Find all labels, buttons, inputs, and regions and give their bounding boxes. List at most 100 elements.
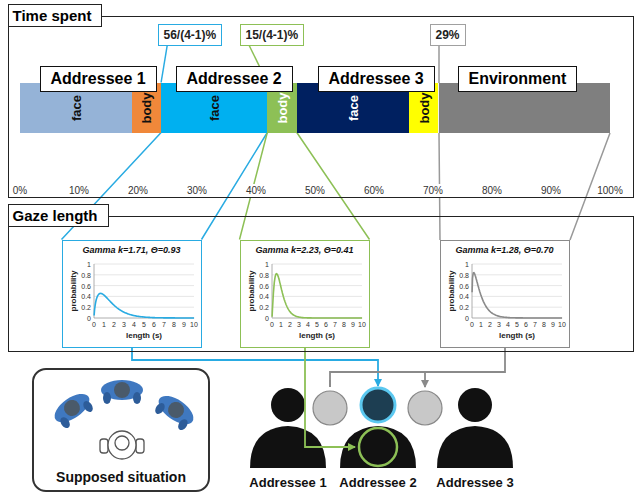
drawing-part (50, 388, 97, 431)
top-view-scene (50, 380, 198, 459)
drawing-part (100, 431, 144, 459)
axis-tick: 1 (102, 321, 106, 328)
axis-title: length (s) (126, 331, 162, 340)
node-label: 15/(4-1)% (246, 28, 299, 42)
callout-box: 56/(4-1)% (158, 24, 223, 46)
axis-tick: 8 (172, 321, 176, 328)
gaze-link (330, 348, 505, 387)
node-label: Addressee 2 (187, 70, 282, 88)
axis-tick: 9 (182, 321, 186, 328)
grid-line (94, 307, 194, 308)
axis-tick: 30% (185, 184, 209, 197)
axis-tick: 1 (87, 261, 91, 268)
drawing-part (176, 417, 189, 431)
drawing-part (152, 390, 199, 433)
drawing-part (153, 401, 166, 415)
axis-tick: 0.6 (459, 282, 469, 289)
node-label: body (139, 92, 154, 123)
axis-tick: 10 (190, 321, 198, 328)
node-label: Addressee 1 (51, 70, 146, 88)
drawing-part (154, 390, 198, 429)
grid-line (272, 296, 362, 297)
callout-box: 29% (430, 24, 466, 46)
axis-tick: 3 (497, 321, 501, 328)
axis-tick: 2 (288, 321, 292, 328)
axis-tick: 10 (558, 321, 566, 328)
environment-target (408, 391, 442, 425)
axis-tick: 0.8 (259, 271, 269, 278)
node-label: body (416, 92, 431, 123)
person-label: Addressee 3 (436, 475, 513, 490)
axis-tick: 100% (595, 184, 625, 197)
axis-tick: 6 (524, 321, 528, 328)
arrow-head (330, 380, 425, 387)
axis-tick: 0.2 (259, 304, 269, 311)
node-label: Time spent (8, 4, 103, 27)
axis-tick: 0 (270, 321, 274, 328)
axis-title: length (s) (299, 331, 335, 340)
person-label: Addressee 1 (249, 475, 326, 490)
node-label: Gaze length (8, 204, 109, 227)
axis-tick: 0.6 (259, 282, 269, 289)
axis-tick: 0% (11, 184, 29, 197)
drawing-part (133, 392, 141, 404)
drawing-part (61, 397, 83, 419)
axis-tick: 60% (362, 184, 386, 197)
leader-line (438, 46, 440, 83)
gamma-curve (472, 273, 562, 318)
axis-title: probability (69, 271, 78, 312)
axis-tick: 40% (244, 184, 268, 197)
face-target (361, 388, 395, 422)
axis-title: probability (447, 271, 456, 312)
axis-tick: 10% (67, 184, 91, 197)
axis-tick: 5 (142, 321, 146, 328)
drawing-part (81, 399, 94, 413)
axis-tick: 8 (542, 321, 546, 328)
axis-tick: 9 (351, 321, 355, 328)
drawing-part (165, 399, 187, 421)
drawing-part (101, 380, 143, 404)
axis-tick: 50% (303, 184, 327, 197)
node-label: Gamma k=1.71, Θ=0.93 (63, 245, 201, 255)
axis-tick: 0 (470, 321, 474, 328)
axis-title: probability (247, 271, 256, 312)
axis-tick: 0.2 (459, 304, 469, 311)
axis-tick: 7 (162, 321, 166, 328)
axis-tick: 0 (92, 321, 96, 328)
grid-line (272, 307, 362, 308)
drawing-part (114, 382, 130, 398)
axis-tick: 0.8 (459, 271, 469, 278)
axis-tick: 90% (539, 184, 563, 197)
drawing-part (100, 439, 108, 453)
node-label: face (345, 94, 360, 120)
drawing-part (58, 415, 71, 429)
axis-tick: 0 (465, 315, 469, 322)
axis-tick: 1 (279, 321, 283, 328)
drawing-part (50, 388, 94, 427)
axis-tick: 20% (126, 184, 150, 197)
panel: Time spentAddressee 1Addressee 2Addresse… (8, 16, 634, 198)
gaze-link (305, 348, 355, 447)
node-label: Gamma k=2.23, Θ=0.41 (241, 245, 369, 255)
axis-tick: 70% (421, 184, 445, 197)
axis-tick: 4 (132, 321, 136, 328)
node-label: face (207, 94, 222, 120)
grid-line (94, 274, 194, 275)
axis-title: length (s) (499, 331, 535, 340)
drawing-part (271, 388, 305, 422)
node-label: Supposed situation (34, 469, 208, 485)
axis-tick: 2 (112, 321, 116, 328)
axis-tick: 5 (315, 321, 319, 328)
body-target (359, 428, 397, 466)
axis-tick: 9 (551, 321, 555, 328)
axis-tick: 0.4 (81, 293, 91, 300)
person-label: Addressee 2 (339, 475, 416, 490)
zoom-line (439, 133, 610, 240)
node-label: face (68, 94, 83, 120)
axis-tick: 80% (480, 184, 504, 197)
axis-tick: 3 (122, 321, 126, 328)
axis-tick: 0 (87, 315, 91, 322)
grid-line (472, 285, 562, 286)
node-label: Addressee 3 (329, 70, 424, 88)
